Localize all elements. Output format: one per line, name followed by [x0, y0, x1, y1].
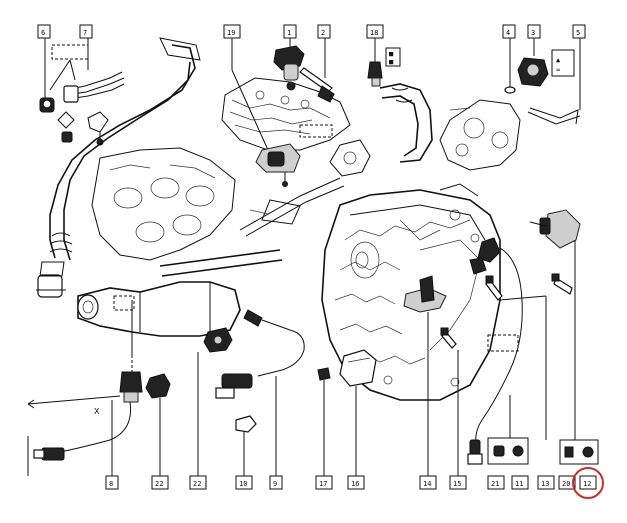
svg-text:8: 8	[109, 480, 113, 488]
callout-8: 8	[105, 475, 119, 490]
part-1-2-sensor-bolt	[273, 38, 335, 103]
coolant-pipe	[239, 139, 371, 237]
exhaust-manifold	[91, 147, 236, 261]
part-21-11-box	[487, 395, 529, 465]
callout-13: 13	[537, 475, 555, 490]
part-8-lambda-sensor: X	[27, 300, 143, 476]
svg-text:▲: ▲	[556, 56, 561, 64]
svg-text:■: ■	[389, 58, 394, 66]
callout-5: 5	[572, 24, 586, 39]
svg-text:6: 6	[41, 29, 45, 37]
callout-22-left: 22	[151, 475, 169, 490]
svg-text:1: 1	[287, 29, 291, 37]
callout-22-right: 22	[189, 475, 207, 490]
svg-text:9: 9	[273, 480, 277, 488]
part-12-13-sensor	[499, 209, 599, 465]
svg-text:21: 21	[491, 480, 499, 488]
part-14-fork-bracket	[403, 275, 447, 480]
part-6-connector-group	[39, 38, 125, 146]
callout-20: 20	[558, 475, 576, 490]
gearbox-housing	[321, 183, 501, 401]
callout-10: 10	[235, 475, 253, 490]
svg-text:16: 16	[351, 480, 359, 488]
svg-text:15: 15	[453, 480, 461, 488]
svg-text:5: 5	[576, 29, 580, 37]
callout-14: 14	[419, 475, 437, 490]
svg-text:18: 18	[370, 29, 378, 37]
svg-text:12: 12	[583, 480, 591, 488]
callout-2: 2	[317, 24, 331, 39]
callout-6: 6	[37, 24, 51, 39]
callout-16: 16	[347, 475, 365, 490]
callout-9: 9	[269, 475, 283, 490]
part-22-nuts	[145, 327, 233, 476]
callout-7: 7	[79, 24, 93, 39]
callout-21: 21	[487, 475, 505, 490]
svg-text:22: 22	[193, 480, 201, 488]
callout-19: 19	[223, 24, 241, 39]
speed-sensor-cable	[467, 237, 523, 465]
svg-text:13: 13	[541, 480, 549, 488]
svg-text:2: 2	[321, 29, 325, 37]
svg-text:17: 17	[319, 480, 327, 488]
callout-15: 15	[449, 475, 467, 490]
part-9-10-temp-sensor	[215, 309, 305, 476]
svg-text:≈: ≈	[556, 66, 560, 74]
svg-text:14: 14	[423, 480, 431, 488]
part-16-17-bracket	[317, 349, 377, 476]
callout-3: 3	[527, 24, 541, 39]
dimension-x-label: X	[94, 407, 100, 416]
svg-text:22: 22	[155, 480, 163, 488]
callout-12: 12	[579, 475, 597, 490]
part-15-bolt	[440, 327, 459, 480]
callout-18: 18	[366, 24, 384, 39]
svg-text:20: 20	[562, 480, 570, 488]
highlight-circle	[572, 467, 604, 499]
svg-text:11: 11	[515, 480, 523, 488]
svg-text:7: 7	[83, 29, 87, 37]
svg-text:3: 3	[531, 29, 535, 37]
part-18-nipple: ■ ■	[367, 38, 433, 163]
coolant-hose	[36, 37, 201, 298]
callout-4: 4	[502, 24, 516, 39]
part-4-3-5-pump-group: ▲ ≈	[439, 38, 581, 171]
engine-block	[221, 77, 351, 151]
callout-11: 11	[511, 475, 529, 490]
callout-1: 1	[283, 24, 297, 39]
svg-text:19: 19	[227, 29, 235, 37]
svg-text:10: 10	[239, 480, 247, 488]
exhaust-pipe	[77, 249, 283, 337]
svg-text:■: ■	[389, 50, 394, 58]
svg-text:4: 4	[506, 29, 510, 37]
part-19-sensor	[231, 38, 301, 187]
callout-17: 17	[315, 475, 333, 490]
